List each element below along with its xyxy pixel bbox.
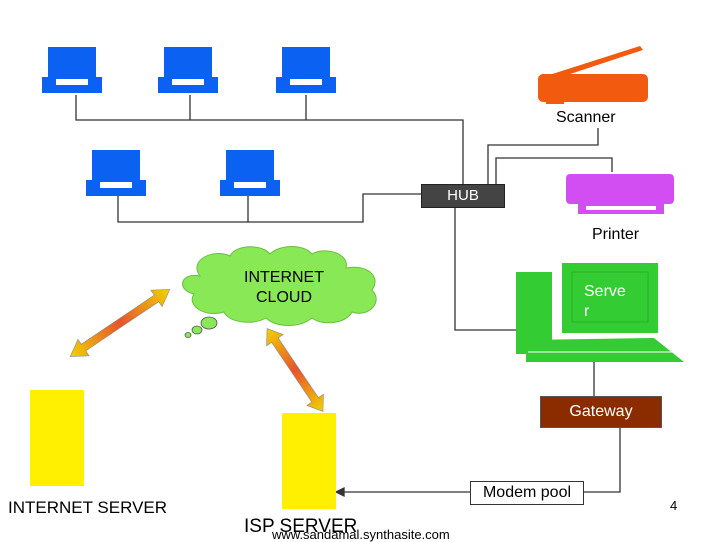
scanner-icon [538,46,648,104]
scanner-link [487,128,599,184]
cloud-icon [182,246,377,338]
isp-server-label: ISP SERVER [244,516,358,537]
gateway-label: Gateway [569,403,633,420]
server-label: Serve r [584,282,626,322]
scanner-label: Scanner [556,109,616,126]
gateway-modem-link [582,426,621,493]
double-arrow-cloud-internet-server [69,289,171,357]
cloud-label-line1: INTERNET [244,269,324,286]
internet-server-tower-icon [30,390,84,486]
isp-server-tower-icon [282,413,336,509]
printer-icon [566,174,674,214]
gateway-box: Gateway [540,396,662,428]
cloud-label-line2: CLOUD [255,289,312,306]
printer-link [495,157,613,184]
top-row-bus [75,95,464,184]
server-label-line1: Serve [584,283,626,300]
connection-lines [75,95,621,498]
internet-server-label: INTERNET SERVER [8,498,168,517]
hub-server-link [454,206,516,331]
desktop-computer-icon [86,150,146,196]
hub-label: HUB [447,187,479,204]
second-row-bus [117,192,421,223]
desktop-computer-icon [158,47,218,93]
modem-pool-box: Modem pool [470,481,584,505]
internet-cloud-label: INTERNET CLOUD [214,268,354,308]
desktop-computer-icon [276,47,336,93]
server-label-line2: r [584,303,590,320]
page-number: 4 [670,498,678,513]
hub-box: HUB [421,184,505,208]
desktop-computer-icon [220,150,280,196]
footer-url: www.sandamal.synthasite.com [272,527,450,542]
desktop-computer-icon [42,47,102,93]
double-arrow-cloud-isp-server [266,328,324,412]
printer-label: Printer [592,226,640,243]
server-computer-icon [516,263,684,362]
modem-pool-label: Modem pool [482,484,572,501]
